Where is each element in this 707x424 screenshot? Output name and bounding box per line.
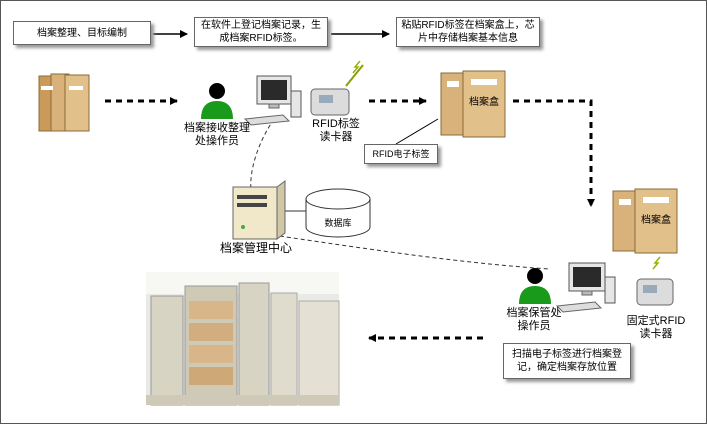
callout-rfid-tag [395, 118, 439, 145]
link-server-keeper [265, 233, 550, 270]
database-label: 数据库 [324, 218, 352, 228]
step-text: 粘贴RFID标签在档案盒上，芯片中存储档案基本信息 [401, 20, 535, 44]
step-text: 档案整理、目标编制 [37, 27, 127, 39]
step-text: 扫描电子标签进行档案登记，确定档案存放位置 [512, 349, 622, 373]
archive-box-icon: 档案盒 [440, 70, 506, 138]
step-box-attach-tag: 粘贴RFID标签在档案盒上，芯片中存储档案基本信息 [396, 17, 540, 47]
archive-stack-icon [38, 73, 90, 132]
person-icon [201, 83, 233, 119]
rfid-tag-callout: RFID电子标签 [364, 144, 438, 164]
step-box-organize: 档案整理、目标编制 [13, 21, 151, 45]
computer-icon-2 [555, 262, 616, 313]
computer-icon [243, 75, 302, 126]
step-text: 在软件上登记档案记录，生成档案RFID标签。 [201, 20, 321, 44]
step-box-scan: 扫描电子标签进行档案登记，确定档案存放位置 [503, 343, 631, 379]
person-icon-2 [519, 268, 551, 304]
server-icon [232, 180, 286, 240]
clerk-label: 档案接收整理 处操作员 [184, 122, 250, 147]
archive-box-storage-icon: 档案盒 [612, 188, 678, 254]
center-label: 档案管理中心 [219, 241, 292, 255]
rfid-reader-icon [310, 60, 364, 116]
rfid-tag-text: RFID电子标签 [372, 148, 430, 159]
box-label-text-2: 档案盒 [641, 213, 671, 226]
shelf-photo [146, 272, 340, 406]
fixed-rfid-reader-icon [636, 256, 674, 306]
keeper-label: 档案保管处 操作员 [506, 307, 562, 332]
reader-label: RFID标签 读卡器 [312, 118, 360, 143]
link-clerk-server [250, 118, 275, 192]
arrow-box-to-storage [513, 99, 595, 207]
box-label-text: 档案盒 [469, 95, 499, 108]
fixed-reader-label: 固定式RFID 读卡器 [626, 315, 686, 340]
database-icon [305, 188, 371, 238]
step-box-register: 在软件上登记档案记录，生成档案RFID标签。 [194, 17, 328, 47]
